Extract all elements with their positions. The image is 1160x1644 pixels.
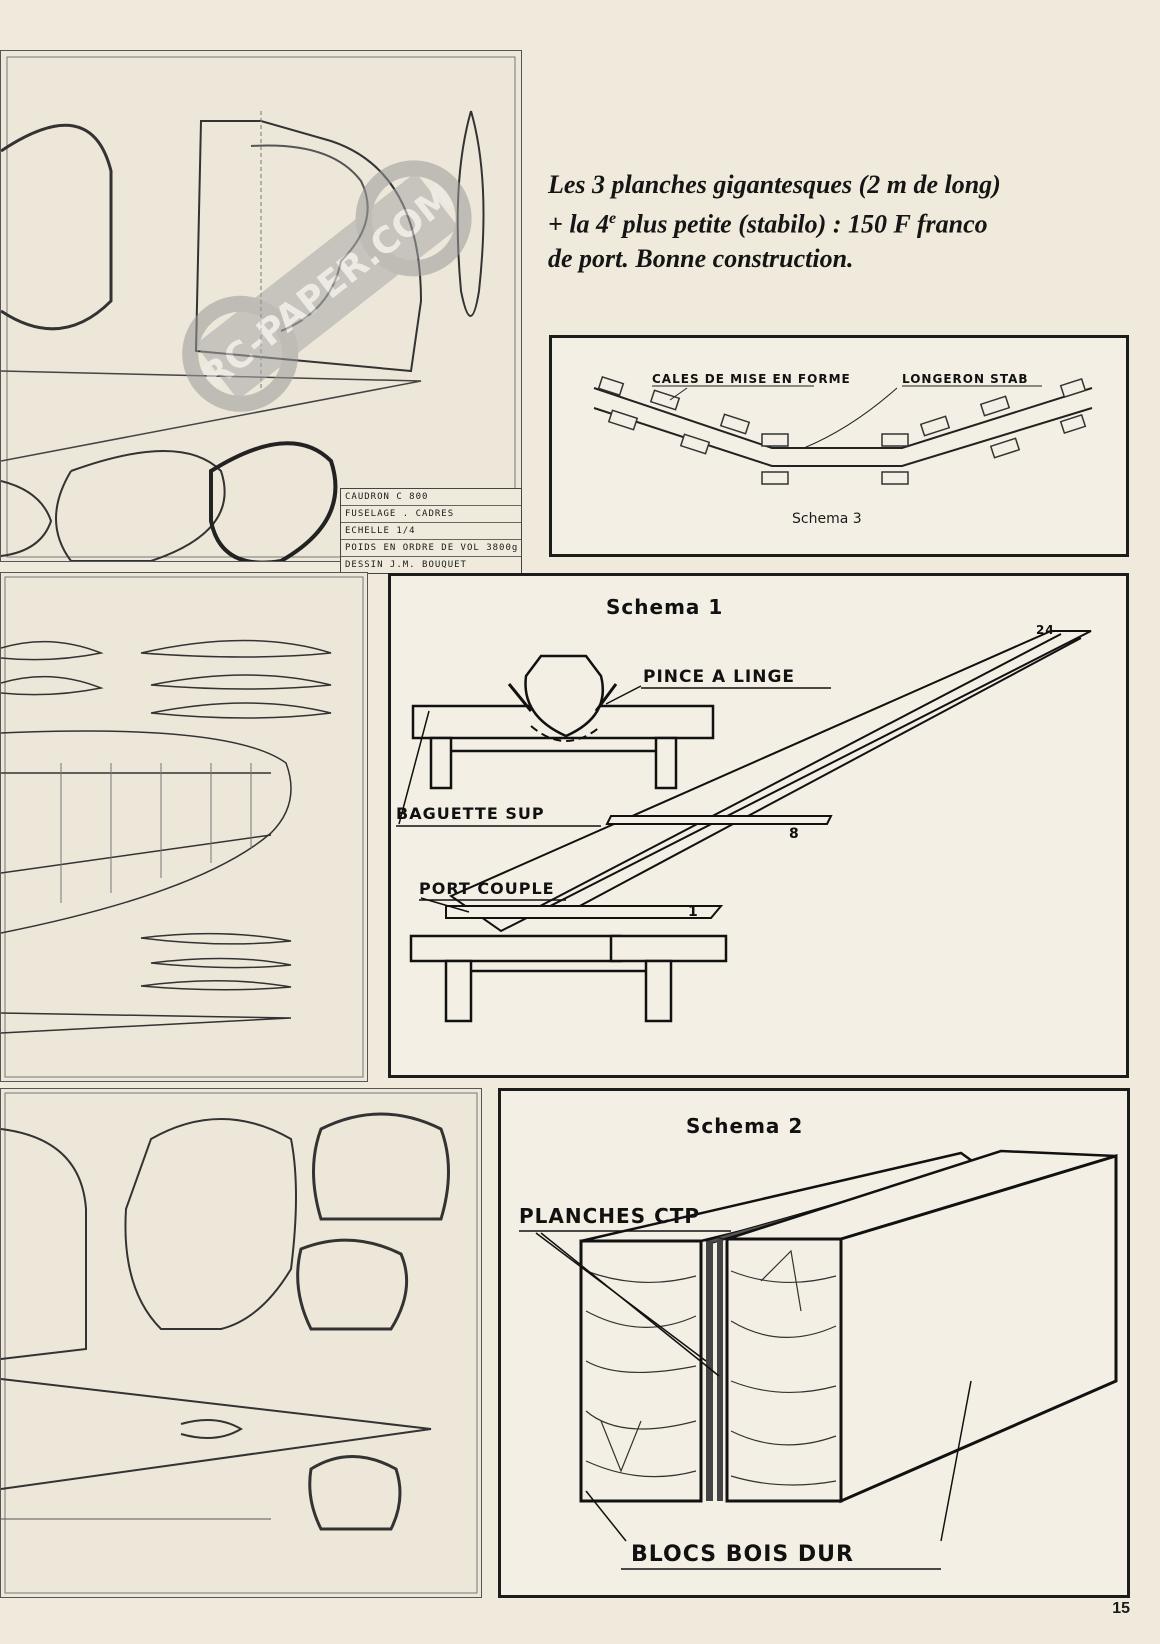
title-block-row: CAUDRON C 800	[341, 489, 521, 506]
schema-2-panel: Schema 2 PLANCHES CTP	[498, 1088, 1130, 1598]
plan-sheet-fuselage	[0, 50, 522, 562]
plan-sheet-frames	[0, 1088, 482, 1598]
plan-drawing-wing	[1, 576, 364, 1078]
schema-3-panel: CALES DE MISE EN FORME LONGERON STAB Sch…	[549, 335, 1129, 557]
schema-1-number-8: 8	[789, 826, 800, 842]
schema-2-drawing: Schema 2 PLANCHES CTP	[519, 1114, 1118, 1570]
schema-1-label-pince: PINCE A LINGE	[643, 667, 795, 687]
watermark-logo: RC-PAPER.COM	[150, 140, 510, 440]
schema-2-title: Schema 2	[686, 1114, 803, 1138]
schema-1-number-1: 1	[688, 904, 699, 920]
schema-3-label-longeron: LONGERON STAB	[902, 372, 1029, 386]
schema-3-label-cales: CALES DE MISE EN FORME	[652, 372, 851, 386]
schema-2-label-planches: PLANCHES CTP	[519, 1204, 700, 1228]
plan-drawing-frames	[1, 1092, 478, 1594]
title-block-row: POIDS EN ORDRE DE VOL 3800g	[341, 540, 521, 557]
svg-text:RC-PAPER.COM: RC-PAPER.COM	[194, 177, 461, 398]
caption-line-2: + la 4e plus petite (stabilo) : 150 F fr…	[548, 209, 988, 239]
caption-line-3: de port. Bonne construction.	[548, 243, 854, 273]
plan-sheet-wing	[0, 572, 368, 1082]
plan-title-block: CAUDRON C 800 FUSELAGE . CADRES ECHELLE …	[340, 488, 522, 574]
title-block-row: FUSELAGE . CADRES	[341, 506, 521, 523]
schema-3-title: Schema 3	[792, 511, 862, 527]
article-caption: Les 3 planches gigantesques (2 m de long…	[548, 168, 1088, 276]
schema-1-label-port: PORT COUPLE	[419, 879, 555, 898]
title-block-row: DESSIN J.M. BOUQUET	[345, 560, 467, 570]
title-block-row: ECHELLE 1/4	[341, 523, 521, 540]
page-number: 15	[1112, 1600, 1130, 1617]
schema-3-drawing: CALES DE MISE EN FORME LONGERON STAB Sch…	[593, 372, 1093, 527]
schema-1-label-baguette: BAGUETTE SUP	[396, 804, 545, 823]
plan-drawing-fuselage	[1, 56, 516, 561]
watermark-stamp-icon: RC-PAPER.COM	[182, 160, 472, 412]
schema-2-label-blocs: BLOCS BOIS DUR	[631, 1542, 854, 1567]
caption-line-1: Les 3 planches gigantesques (2 m de long…	[548, 170, 1001, 199]
schema-1-title: Schema 1	[606, 595, 723, 619]
schema-1-panel: Schema 1 PINCE A LINGE 1 8 24 BAGUETTE S…	[388, 573, 1129, 1078]
schema-1-number-24: 24	[1036, 623, 1055, 637]
schema-1-drawing: Schema 1 PINCE A LINGE 1 8 24 BAGUETTE S…	[396, 595, 1092, 1023]
